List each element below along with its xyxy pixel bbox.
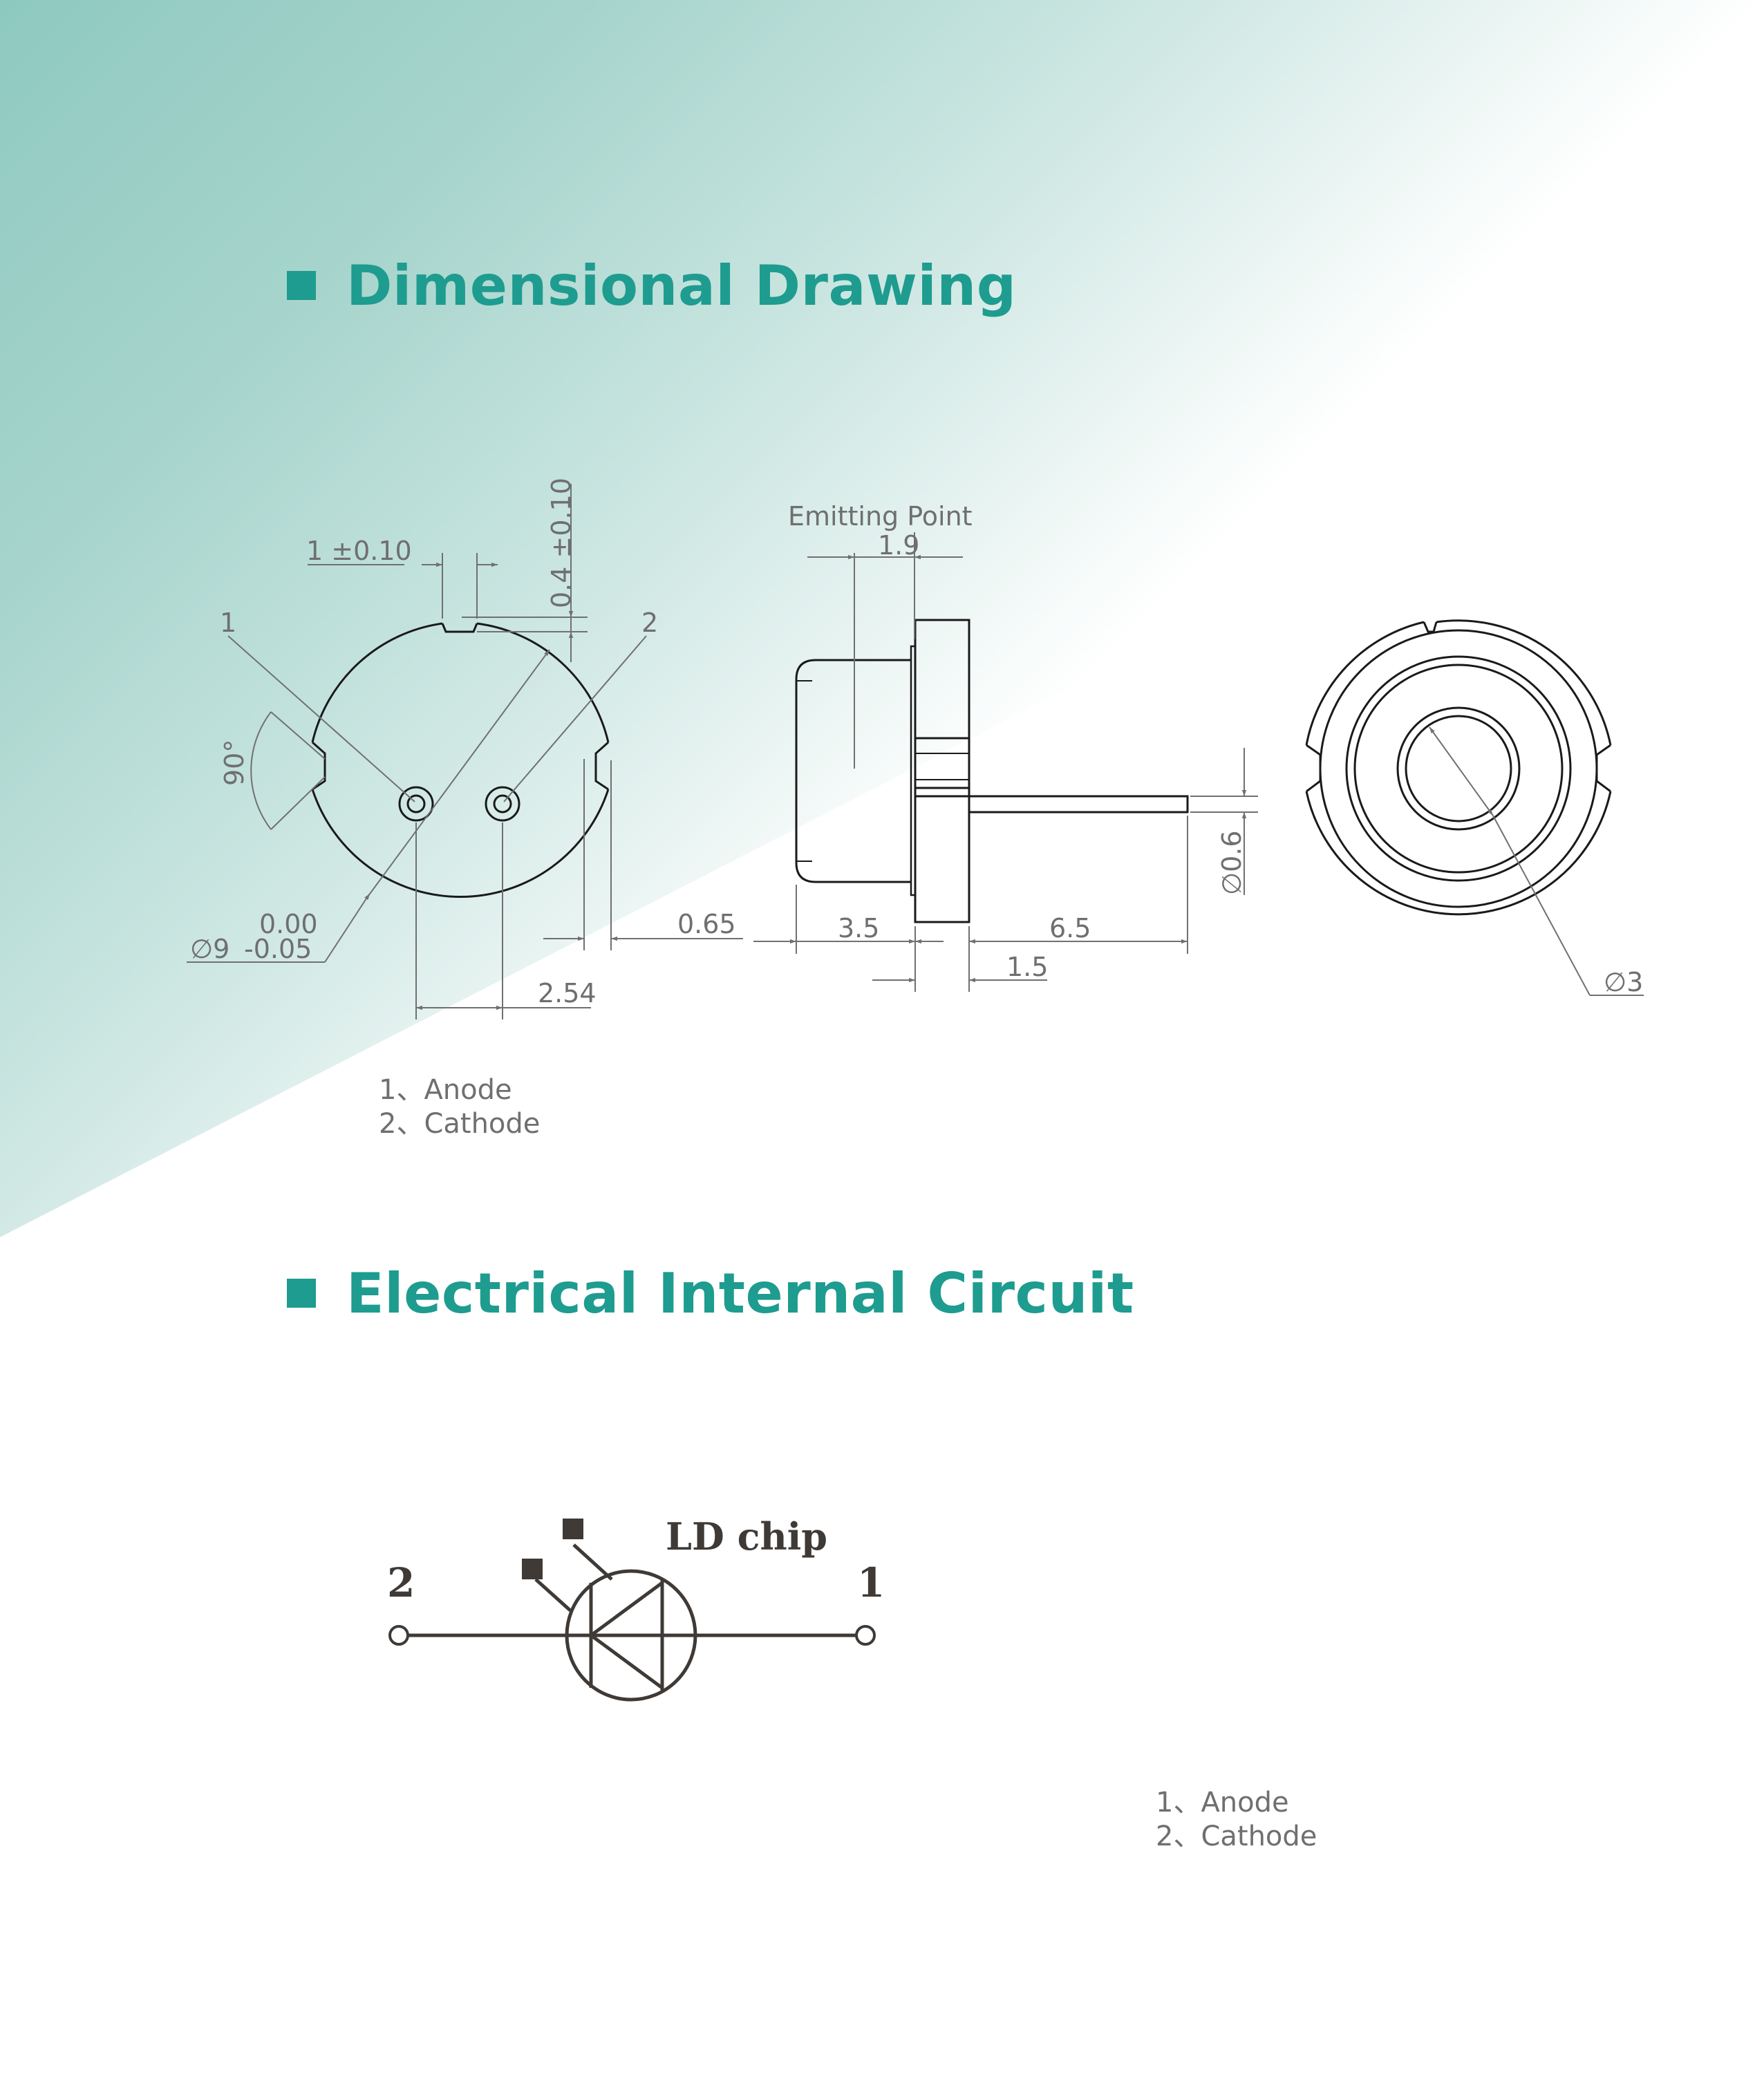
lead-dia-label: ∅0.6	[1217, 830, 1247, 895]
legend-anode: 1、Anode	[379, 1074, 512, 1106]
front-dim-labels: 1 2 1 ±0.10 0.4 ±0.10 90° 0.00 ∅9 -0.05 …	[190, 478, 736, 1008]
diameter-tol-lower: -0.05	[244, 934, 312, 964]
filled-square-icon	[287, 1279, 316, 1308]
section-title-dimensional: Dimensional Drawing	[287, 252, 1017, 319]
emit-offset-label: 1.9	[878, 530, 919, 561]
legend-anode: 1、Anode	[1156, 1787, 1289, 1818]
side-view: Emitting Point 1.9 3.5 6.5 1.5 ∅0.6	[753, 501, 1258, 992]
section-title-text: Electrical Internal Circuit	[346, 1261, 1134, 1326]
flat-depth-label: 0.65	[677, 909, 736, 939]
pin1-label: 1	[220, 608, 236, 638]
slot-width-label: 1 ±0.10	[306, 536, 412, 566]
back-outline	[1305, 619, 1612, 916]
pin-legend-drawing: 1、Anode 2、Cathode	[379, 1073, 540, 1141]
flange-label: 1.5	[1006, 952, 1048, 982]
pin-pitch-label: 2.54	[538, 978, 597, 1008]
side-dim-labels: Emitting Point 1.9 3.5 6.5 1.5 ∅0.6	[788, 501, 1247, 982]
front-dim-lines	[187, 484, 743, 1019]
section-title-circuit: Electrical Internal Circuit	[287, 1260, 1134, 1326]
lead-length-label: 6.5	[1049, 913, 1091, 943]
angle-label: 90°	[219, 740, 250, 786]
legend-cathode: 2、Cathode	[1156, 1821, 1317, 1852]
cap-length-label: 3.5	[838, 913, 879, 943]
slot-depth-label: 0.4 ±0.10	[546, 478, 576, 608]
back-dim-lines	[1429, 726, 1644, 996]
diameter-label: ∅9	[190, 934, 229, 964]
circuit-pin-right: 1	[857, 1559, 885, 1606]
side-dim-lines	[753, 532, 1258, 992]
front-view: 1 2 1 ±0.10 0.4 ±0.10 90° 0.00 ∅9 -0.05 …	[187, 478, 743, 1019]
circuit-pin-left: 2	[387, 1559, 415, 1606]
chip-label: LD chip	[666, 1514, 827, 1559]
legend-cathode: 2、Cathode	[379, 1108, 541, 1140]
section-title-text: Dimensional Drawing	[346, 253, 1017, 318]
emission-arrow-head-icon	[522, 1559, 543, 1579]
laser-diode-symbol: LD chip 2 1	[387, 1514, 885, 1702]
pin-legend-circuit: 1、Anode 2、Cathode	[1156, 1786, 1317, 1854]
pin2-label: 2	[641, 608, 658, 638]
emission-arrow-head-icon	[563, 1519, 583, 1539]
window-dia-label: ∅3	[1604, 967, 1643, 997]
filled-square-icon	[287, 271, 316, 300]
back-view: ∅3	[1305, 619, 1644, 997]
diameter-tol-upper: 0.00	[259, 909, 318, 939]
emitting-point-label: Emitting Point	[788, 501, 973, 532]
side-outline	[795, 619, 1189, 923]
front-outline	[311, 622, 610, 899]
